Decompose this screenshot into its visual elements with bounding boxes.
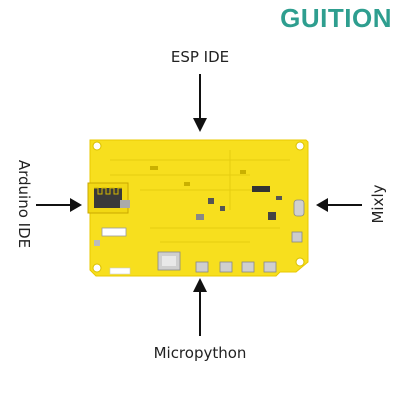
pcb-board xyxy=(87,139,309,277)
arrow-up-bottom xyxy=(193,278,207,336)
label-esp-ide: ESP IDE xyxy=(170,48,230,66)
arrow-down-top xyxy=(193,74,207,132)
label-mixly: Mixly xyxy=(369,184,387,224)
wifi-module xyxy=(87,182,129,214)
arrow-right-left xyxy=(36,198,82,212)
brand-logo: GUITION xyxy=(280,3,392,33)
arrow-left-right xyxy=(316,198,362,212)
label-micropython: Micropython xyxy=(153,344,247,362)
label-arduino-ide: Arduino IDE xyxy=(15,159,33,249)
